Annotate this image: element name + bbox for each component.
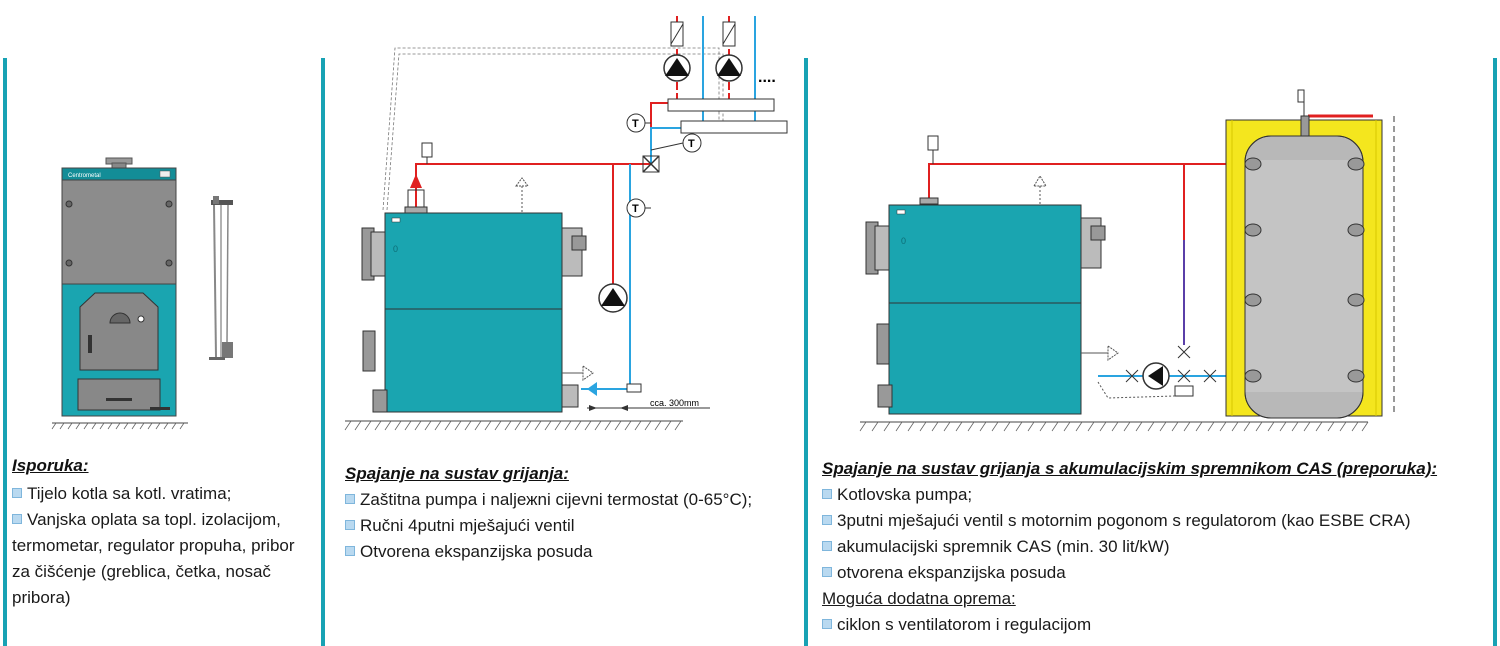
bullet-icon xyxy=(345,546,355,556)
list-item: Otvorena ekspanzijska posuda xyxy=(345,539,765,565)
delivery-heading: Isporuka: xyxy=(12,456,89,475)
list-item: otvorena ekspanzijska posuda xyxy=(822,560,1492,586)
panel-divider-left xyxy=(3,58,7,646)
bullet-icon xyxy=(345,494,355,504)
bullet-icon xyxy=(822,489,832,499)
svg-text:0: 0 xyxy=(901,236,906,246)
list-item: Vanjska oplata sa topl. izolacijom, term… xyxy=(12,510,295,607)
panel-divider-1 xyxy=(321,58,325,646)
delivery-list: Tijelo kotla sa kotl. vratima; Vanjska o… xyxy=(12,481,317,611)
list-item: akumulacijski spremnik CAS (min. 30 lit/… xyxy=(822,534,1492,560)
connection-list: Zaštitna pumpa i naljежni cijevni termos… xyxy=(345,487,765,565)
list-item: Zaštitna pumpa i naljежni cijevni termos… xyxy=(345,487,765,513)
panel-accumulation-tank: 0 xyxy=(808,0,1493,646)
bullet-icon xyxy=(822,567,832,577)
heating-connection-diagram: 0 xyxy=(344,16,788,431)
svg-text:T: T xyxy=(632,203,639,215)
dimension-label: cca. 300mm xyxy=(650,398,699,408)
accumulation-heading: Spajanje na sustav grijanja s akumulacij… xyxy=(822,459,1438,478)
svg-text:0: 0 xyxy=(393,244,398,254)
brand-logo: Centrometal xyxy=(68,173,101,179)
panel-delivery: Centrometal Isporuka: Tijelo kotla sa ko… xyxy=(0,0,320,646)
list-item: 3putni mješajući ventil s motornim pogon… xyxy=(822,508,1492,534)
bullet-icon xyxy=(822,515,832,525)
svg-text:T: T xyxy=(632,118,639,130)
more-circuits-dots: .... xyxy=(758,69,776,86)
panel-divider-right xyxy=(1493,58,1497,646)
bullet-icon xyxy=(12,514,22,524)
accumulation-tank-diagram: 0 xyxy=(859,89,1395,432)
bullet-icon xyxy=(822,541,832,551)
list-item: Tijelo kotla sa kotl. vratima; xyxy=(12,481,317,507)
connection-heading: Spajanje na sustav grijanja: xyxy=(345,464,569,483)
list-item: Ručni 4putni mješajući ventil xyxy=(345,513,765,539)
optional-equipment-heading: Moguća dodatna oprema: xyxy=(822,589,1016,608)
accumulation-list: Kotlovska pumpa; 3putni mješajući ventil… xyxy=(822,482,1492,638)
bullet-icon xyxy=(12,488,22,498)
boiler-front-illustration: Centrometal xyxy=(51,157,233,430)
list-item: ciklon s ventilatorom i regulacijom xyxy=(822,612,1492,638)
list-item: Kotlovska pumpa; xyxy=(822,482,1492,508)
svg-text:T: T xyxy=(688,138,695,150)
panel-heating-connection: 0 xyxy=(325,0,804,646)
panel-divider-2 xyxy=(804,58,808,646)
bullet-icon xyxy=(345,520,355,530)
bullet-icon xyxy=(822,619,832,629)
